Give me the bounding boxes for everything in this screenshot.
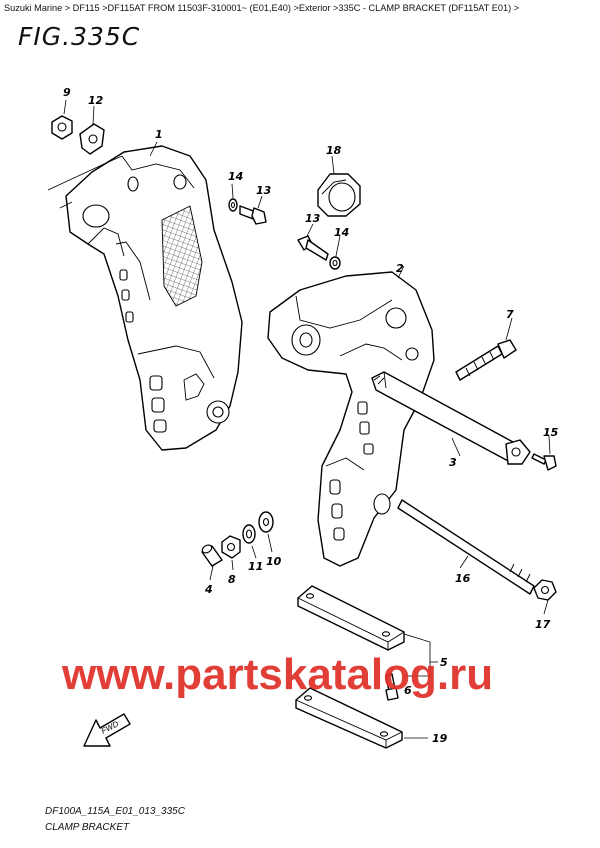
forward-arrow: FWD — [83, 713, 131, 747]
callout-17: 17 — [535, 618, 551, 631]
callout-14-lower: 14 — [334, 226, 349, 239]
bolt-part-15[interactable] — [531, 435, 557, 471]
clamp-bracket-part-2[interactable] — [267, 265, 435, 567]
washer-part-14-upper[interactable] — [228, 183, 238, 212]
shaft-part-3[interactable] — [371, 371, 531, 465]
callout-3: 3 — [449, 456, 457, 469]
callout-4: 4 — [204, 583, 213, 596]
callout-12: 12 — [88, 94, 104, 107]
washer-part-10[interactable] — [258, 511, 274, 553]
callout-1: 1 — [155, 128, 163, 141]
callout-2: 2 — [396, 262, 404, 275]
bushing-part-4[interactable] — [201, 543, 223, 581]
bolt-part-7[interactable] — [455, 317, 517, 381]
callout-7: 7 — [506, 308, 514, 321]
nut-part-9[interactable] — [51, 99, 73, 140]
diagram-code: DF100A_115A_E01_013_335C — [45, 806, 185, 817]
nut-part-17[interactable] — [533, 579, 557, 615]
washer-part-14-lower[interactable] — [329, 235, 341, 270]
callout-8: 8 — [228, 573, 236, 586]
callout-13-lower: 13 — [305, 212, 321, 225]
callout-5: 5 — [440, 656, 448, 669]
callout-18: 18 — [326, 144, 342, 157]
breadcrumb[interactable]: Suzuki Marine > DF115 >DF115AT FROM 1150… — [4, 3, 520, 13]
bolt-part-6[interactable] — [385, 673, 399, 701]
nut-part-8[interactable] — [221, 535, 241, 571]
bolt-part-13-lower[interactable] — [297, 223, 329, 261]
callout-16: 16 — [455, 572, 471, 585]
cap-part-18[interactable] — [317, 155, 361, 217]
diagram-caption: CLAMP BRACKET — [45, 822, 130, 833]
callout-10: 10 — [266, 555, 282, 568]
callout-15: 15 — [543, 426, 559, 439]
figure-title: FIG.335C — [18, 22, 141, 51]
callout-11: 11 — [248, 560, 263, 573]
watermark: www.partskatalog.ru — [62, 650, 494, 699]
washer-part-11[interactable] — [242, 524, 257, 559]
spacer-part-5[interactable] — [297, 585, 438, 677]
callout-13-upper: 13 — [256, 184, 272, 197]
clamp-bracket-part-1[interactable] — [47, 141, 243, 451]
callout-6: 6 — [404, 684, 412, 697]
plate-part-12[interactable] — [79, 105, 105, 155]
callout-19: 19 — [432, 732, 448, 745]
callout-14-upper: 14 — [228, 170, 243, 183]
callout-9: 9 — [63, 86, 71, 99]
bolt-part-13-upper[interactable] — [239, 195, 267, 225]
rod-part-16[interactable] — [397, 499, 535, 595]
spacer-part-19[interactable] — [295, 687, 428, 749]
